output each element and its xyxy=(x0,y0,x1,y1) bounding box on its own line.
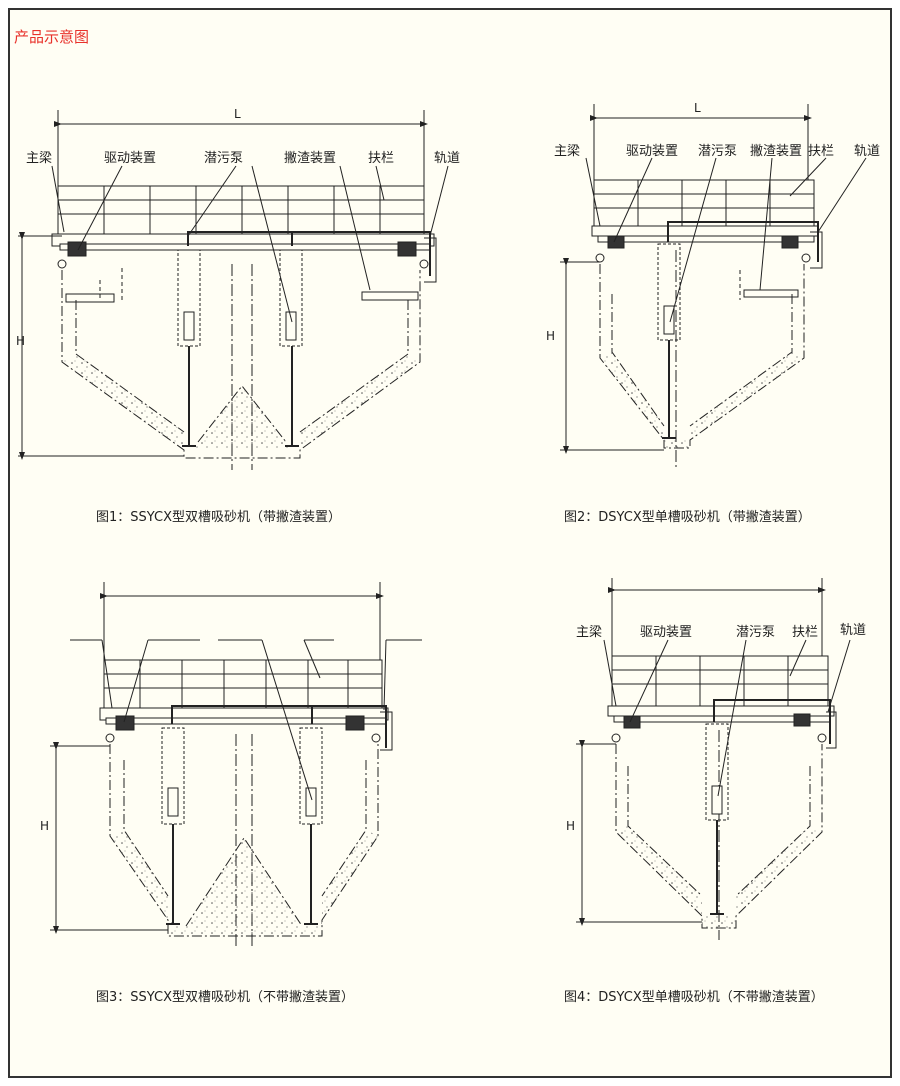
fig4-label-beam: 主梁 xyxy=(576,625,602,640)
fig1-label-track: 轨道 xyxy=(434,151,460,166)
figure-1-text: L H 主梁 驱动装置 潜污泵 撇渣装置 扶栏 轨道 xyxy=(16,107,460,348)
figure-2-caption: 图2：DSYCX型单槽吸砂机（带撇渣装置） xyxy=(564,510,811,525)
fig2-label-beam: 主梁 xyxy=(554,144,580,159)
fig4-height-label: H xyxy=(566,819,575,833)
fig1-label-pump: 潜污泵 xyxy=(204,151,243,166)
fig2-label-pump: 潜污泵 xyxy=(698,144,737,159)
figure-2-text: L H 主梁 驱动装置 潜污泵 撇渣装置 扶栏 轨道 xyxy=(546,101,880,343)
figure-2-drawing xyxy=(560,104,867,470)
fig1-height-label: H xyxy=(16,334,25,348)
fig2-length-label: L xyxy=(694,101,701,115)
page-title: 产品示意图 xyxy=(14,28,90,46)
figure-3-drawing xyxy=(50,582,422,946)
figure-4-caption: 图4：DSYCX型单槽吸砂机（不带撇渣装置） xyxy=(564,990,824,1005)
fig4-label-drive: 驱动装置 xyxy=(640,625,692,640)
figure-1-drawing xyxy=(18,110,449,470)
fig1-label-skimmer: 撇渣装置 xyxy=(284,151,336,166)
fig4-label-railing: 扶栏 xyxy=(792,625,818,640)
fig4-label-track: 轨道 xyxy=(840,623,866,638)
fig1-label-beam: 主梁 xyxy=(26,151,52,166)
figure-3-text: H xyxy=(40,819,49,833)
figure-4-drawing xyxy=(576,578,851,940)
fig2-label-railing: 扶栏 xyxy=(808,144,834,159)
fig2-label-skimmer: 撇渣装置 xyxy=(750,144,802,159)
figure-4-text: H 主梁 驱动装置 潜污泵 扶栏 轨道 xyxy=(566,623,866,833)
figure-1-caption: 图1：SSYCX型双槽吸砂机（带撇渣装置） xyxy=(96,510,341,525)
fig2-label-drive: 驱动装置 xyxy=(626,144,678,159)
figure-3-caption: 图3：SSYCX型双槽吸砂机（不带撇渣装置） xyxy=(96,990,354,1005)
fig1-label-drive: 驱动装置 xyxy=(104,151,156,166)
fig2-height-label: H xyxy=(546,329,555,343)
fig2-label-track: 轨道 xyxy=(854,144,880,159)
fig1-length-label: L xyxy=(234,107,241,121)
fig3-height-label: H xyxy=(40,819,49,833)
fig1-label-railing: 扶栏 xyxy=(368,151,394,166)
fig4-label-pump: 潜污泵 xyxy=(736,625,775,640)
